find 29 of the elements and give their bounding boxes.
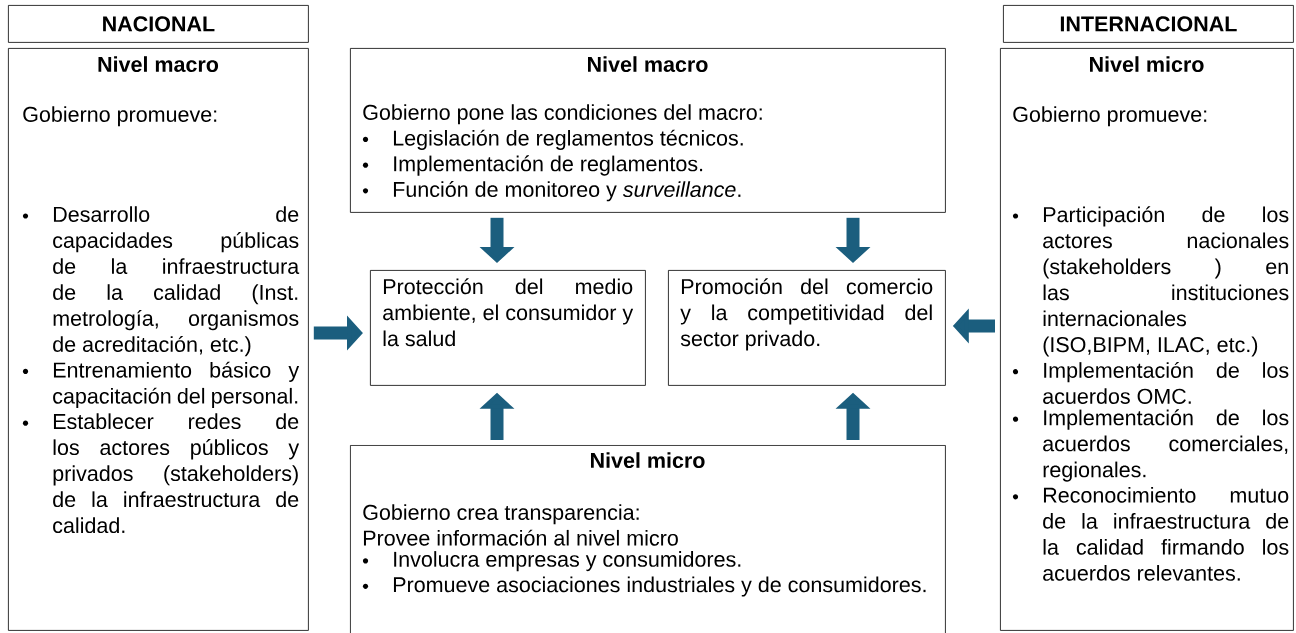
text-panel xyxy=(350,48,946,213)
bullet-item: Establecer redes de los actores públicos y privados (stakeholders) de la infraestructura de calidad. xyxy=(22,413,300,534)
header-box: NACIONAL xyxy=(8,5,309,43)
bullet-item: Función de monitoreo y surveillance. xyxy=(362,181,741,202)
bullet-item: Implementación de los acuerdos OMC. xyxy=(1012,361,1289,404)
outcome-box: Protección del medio ambiente, el consumidor y la salud xyxy=(370,270,646,386)
bullet-item: Desarrollo de capacidades públicas de la infraestructura de la calidad (Inst. metrología, organismos de acreditación, etc.) xyxy=(22,206,300,357)
box-heading: Nivel micro xyxy=(591,452,705,468)
paragraph: Gobierno promueve: xyxy=(23,106,217,127)
bullet-item: Legislación de reglamentos técnicos. xyxy=(362,129,743,150)
text-panel xyxy=(8,48,309,631)
paragraph: Provee información al nivel micro xyxy=(363,529,678,546)
bullet-item: Implementación de los acuerdos comerciales, regionales. xyxy=(1012,409,1289,482)
bullet-item: Entrenamiento básico y capacitación del personal. xyxy=(22,361,300,408)
box-heading: Nivel micro xyxy=(1090,56,1204,72)
bullet-item: Reconocimiento mutuo de la infraestructura de la calidad firmando los acuerdos relevantes. xyxy=(1012,487,1289,581)
outcome-box: Promoción del comercio y la competitividad del sector privado. xyxy=(668,270,946,386)
header-box: INTERNACIONAL xyxy=(1003,5,1294,43)
box-heading: Nivel macro xyxy=(588,56,708,72)
paragraph: Gobierno promueve: xyxy=(1013,106,1207,127)
bullet-item: Implementación de reglamentos. xyxy=(362,155,703,176)
bullet-item: Promueve asociaciones industriales y de consumidores. xyxy=(362,576,926,597)
bullet-item: Participación de los actores nacionales (stakeholders ) en las instituciones internacionales (ISO,BIPM, ILAC, etc.) xyxy=(1012,206,1289,357)
box-heading: Nivel macro xyxy=(98,56,219,72)
paragraph: Gobierno pone las condiciones del macro: xyxy=(363,104,762,125)
text-panel xyxy=(350,445,946,633)
text-panel xyxy=(1000,48,1294,631)
bullet-item: Involucra empresas y consumidores. xyxy=(362,551,741,572)
paragraph: Gobierno crea transparencia: xyxy=(363,504,639,525)
